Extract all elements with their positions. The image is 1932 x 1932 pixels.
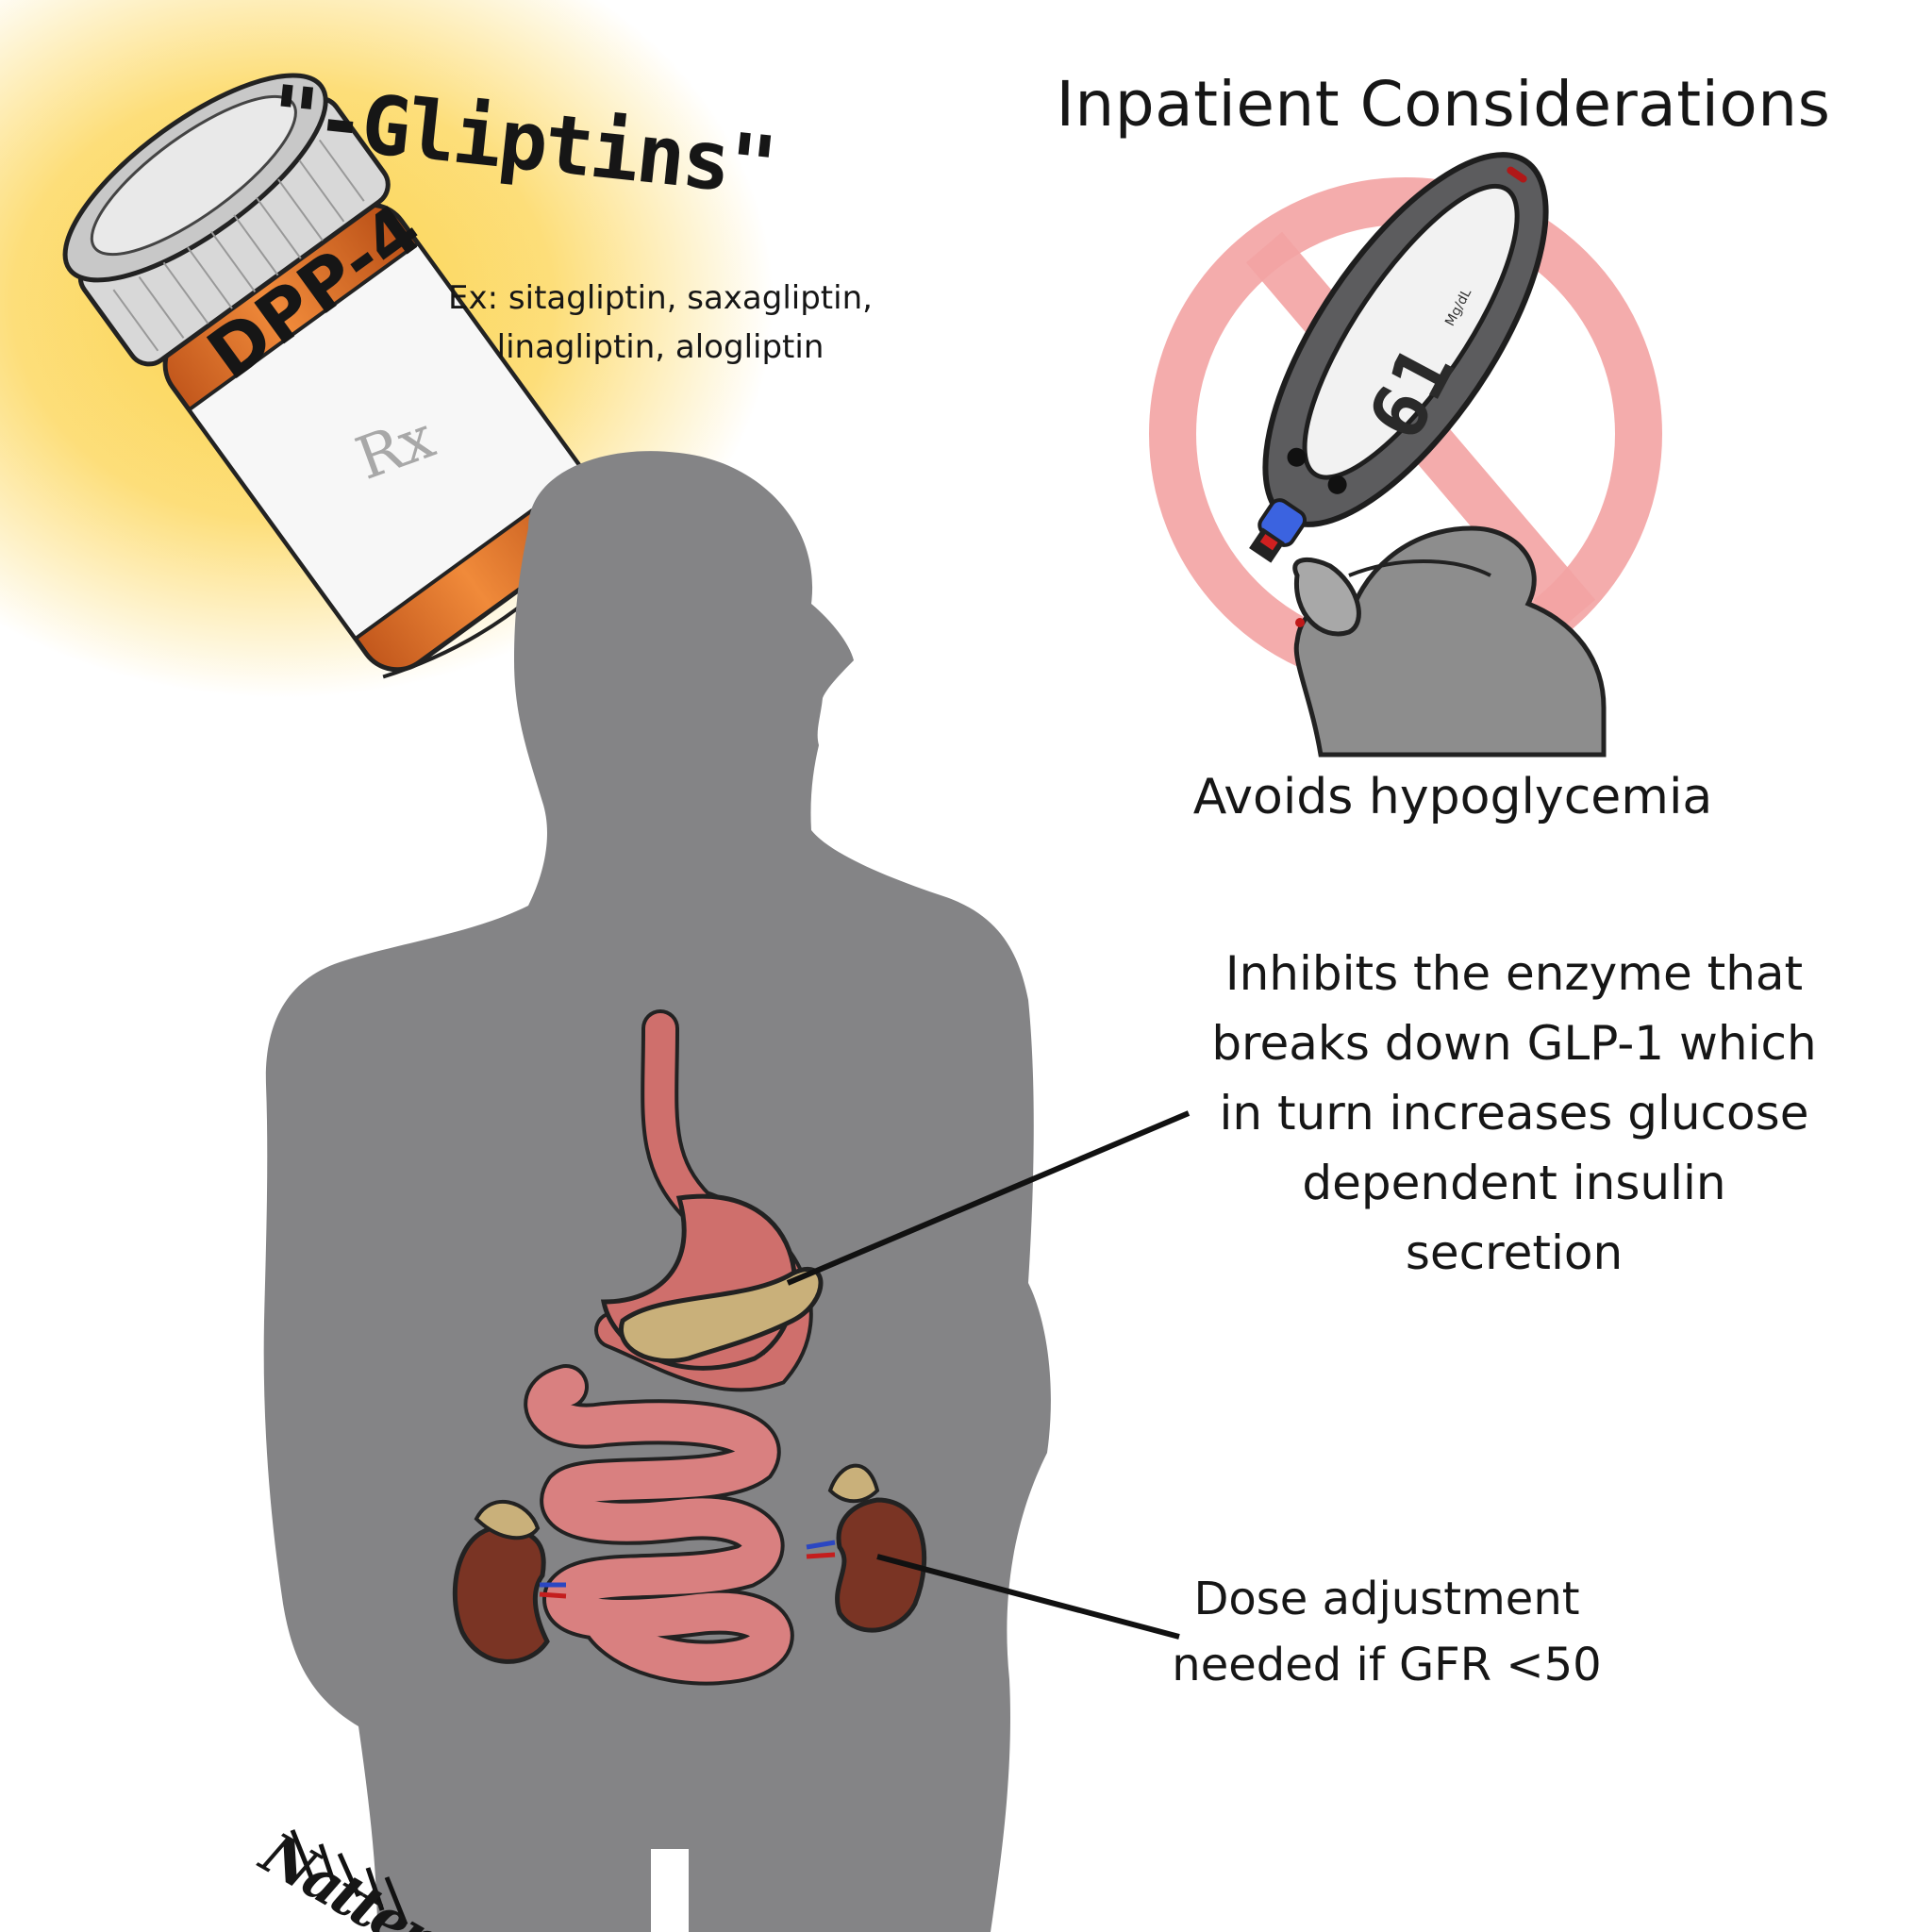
small-intestine bbox=[524, 1364, 794, 1686]
artist-signature-mark bbox=[290, 1829, 408, 1925]
page-title: Inpatient Considerations bbox=[1056, 68, 1831, 141]
hand-icon bbox=[1292, 525, 1607, 758]
pill-bottle-icon bbox=[62, 73, 614, 679]
hypoglycemia-annotation: Avoids hypoglycemia bbox=[1192, 769, 1713, 825]
left-kidney-icon bbox=[452, 1500, 567, 1664]
kidney-callout-line bbox=[876, 1554, 1180, 1640]
drug-examples: Ex: sitagliptin, saxagliptin, linaglipti… bbox=[406, 274, 915, 372]
glucometer-icon bbox=[1249, 152, 1549, 563]
drug-examples-line-2: linagliptin, alogliptin bbox=[496, 328, 824, 366]
mechanism-annotation: Inhibits the enzyme that breaks down GLP… bbox=[1211, 946, 1817, 1280]
pancreas bbox=[618, 1266, 824, 1364]
drug-examples-line-1: Ex: sitagliptin, saxagliptin, bbox=[448, 279, 873, 317]
pancreas-callout-line bbox=[786, 1110, 1191, 1286]
renal-dose-annotation: Dose adjustment needed if GFR <50 bbox=[1172, 1573, 1602, 1691]
right-kidney-icon bbox=[806, 1463, 927, 1633]
digestive-system-icon bbox=[524, 1009, 824, 1686]
